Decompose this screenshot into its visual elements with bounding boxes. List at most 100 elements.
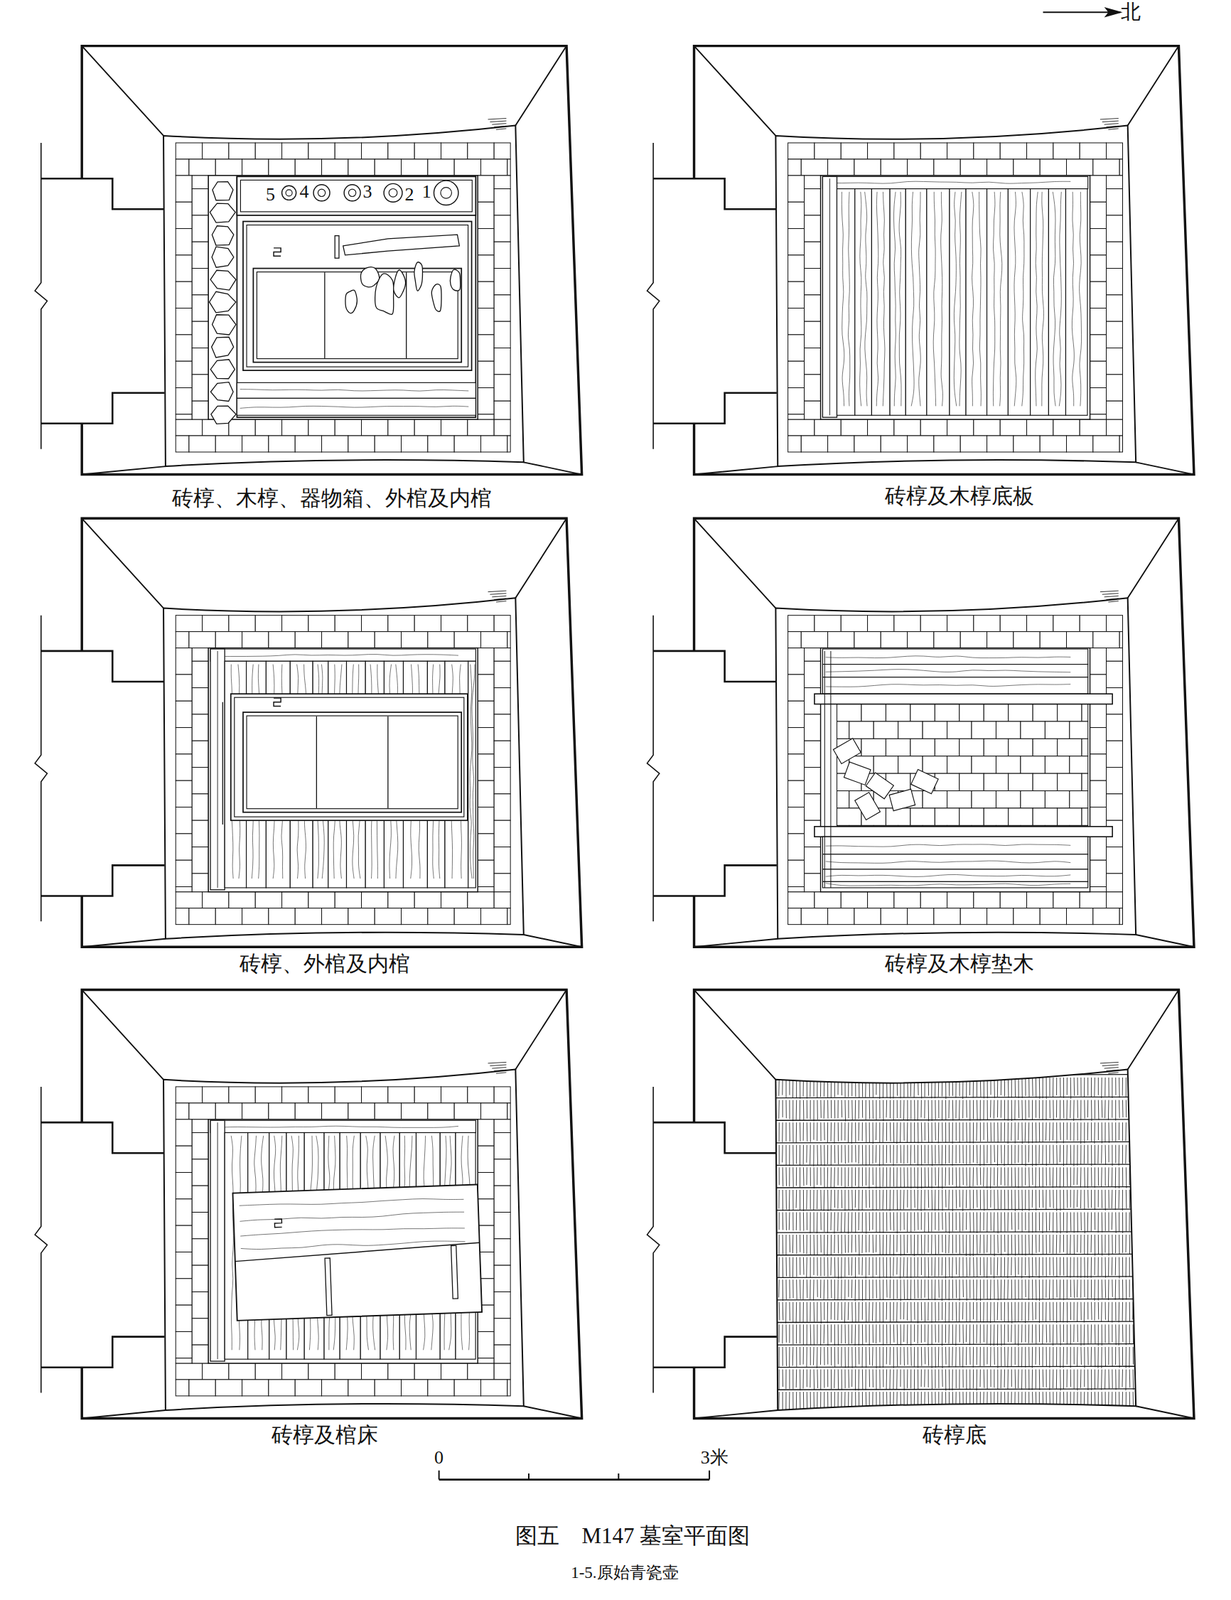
- brick: [1066, 908, 1094, 925]
- brick: [1090, 754, 1107, 781]
- brick: [477, 754, 494, 781]
- brick: [840, 142, 868, 160]
- brick: [477, 727, 494, 755]
- north-arrow: [1043, 7, 1123, 18]
- wood-planks: [210, 648, 476, 661]
- wood-planks: [822, 648, 1088, 694]
- brick: [477, 1145, 494, 1173]
- brick: [215, 631, 242, 649]
- plank: [987, 189, 1009, 416]
- inner-coffin-inner: [256, 272, 458, 359]
- brick: [934, 704, 959, 722]
- brick: [477, 255, 494, 282]
- brick: [493, 1238, 511, 1266]
- brick: [308, 419, 335, 436]
- brick: [175, 1278, 192, 1305]
- brick-course: [477, 1119, 511, 1364]
- brick: [854, 908, 881, 925]
- plank: [822, 869, 1088, 882]
- brick: [175, 1331, 192, 1358]
- break-line: [647, 142, 660, 450]
- stone: [209, 291, 236, 313]
- step-hatch: [488, 118, 507, 131]
- brick: [321, 631, 349, 649]
- plank: [822, 664, 1088, 678]
- brick: [922, 791, 947, 809]
- brick: [788, 435, 802, 453]
- brick: [477, 648, 494, 675]
- brick: [910, 808, 935, 826]
- brick: [983, 808, 1008, 826]
- wood-grain: [825, 860, 1072, 863]
- step-hatch: [488, 590, 507, 602]
- brick: [804, 400, 821, 420]
- brick: [801, 159, 828, 176]
- brick: [255, 615, 282, 632]
- brick: [920, 142, 947, 160]
- brick: [873, 721, 898, 739]
- brick: [361, 1363, 389, 1380]
- brick: [1106, 400, 1123, 420]
- brick: [880, 908, 907, 925]
- brick: [987, 908, 1014, 925]
- pit-floor: [163, 597, 524, 939]
- brick: [1090, 859, 1107, 887]
- brick: [191, 241, 209, 268]
- brick: [973, 891, 1001, 909]
- brick: [477, 201, 494, 229]
- brick: [1090, 201, 1107, 229]
- brick: [507, 1379, 511, 1396]
- brick: [388, 1086, 415, 1104]
- wood-grain: [240, 405, 470, 408]
- brick-row: [775, 1391, 1137, 1413]
- wood-planks: [822, 836, 1088, 888]
- brick: [788, 908, 802, 925]
- wood-grain: [825, 181, 1072, 184]
- plank: [949, 189, 966, 416]
- brick: [493, 419, 511, 436]
- brick: [920, 615, 947, 632]
- brick: [788, 727, 805, 755]
- brick-row: [775, 1189, 1137, 1212]
- brick-course: [175, 419, 511, 453]
- wood-grain: [979, 191, 982, 406]
- brick: [175, 1379, 190, 1396]
- brick: [920, 419, 947, 436]
- brick: [215, 908, 242, 925]
- course-line: [773, 1253, 1140, 1255]
- brick: [189, 631, 216, 649]
- brick: [1039, 435, 1067, 453]
- brick: [788, 891, 815, 909]
- brick-chamber-inner-edge: [208, 175, 478, 420]
- brick: [294, 159, 322, 176]
- brick: [880, 435, 907, 453]
- pot-outline: [383, 183, 403, 202]
- brick: [788, 631, 802, 649]
- brick: [493, 615, 511, 632]
- brick: [854, 159, 881, 176]
- brick: [175, 388, 192, 415]
- brick: [1000, 142, 1027, 160]
- north-arrow-head: [1104, 7, 1123, 18]
- brick: [477, 228, 494, 256]
- wood-grain: [894, 191, 897, 406]
- brick-course: [788, 648, 821, 892]
- brick: [1020, 791, 1045, 809]
- brick-row: [775, 1369, 1137, 1391]
- brick: [191, 1318, 209, 1345]
- wood-grain: [953, 191, 956, 406]
- plank: [1065, 189, 1087, 416]
- brick: [228, 1363, 256, 1380]
- brick: [828, 159, 855, 176]
- brick: [282, 615, 309, 632]
- brick: [1090, 308, 1107, 335]
- brick: [388, 891, 415, 909]
- brick: [788, 754, 805, 781]
- brick: [467, 1363, 494, 1380]
- displaced-brick: [889, 788, 915, 811]
- brick: [910, 738, 935, 756]
- inner-coffin-inner: [246, 715, 458, 809]
- brick: [1106, 615, 1123, 632]
- brick: [854, 435, 881, 453]
- brick: [493, 660, 511, 688]
